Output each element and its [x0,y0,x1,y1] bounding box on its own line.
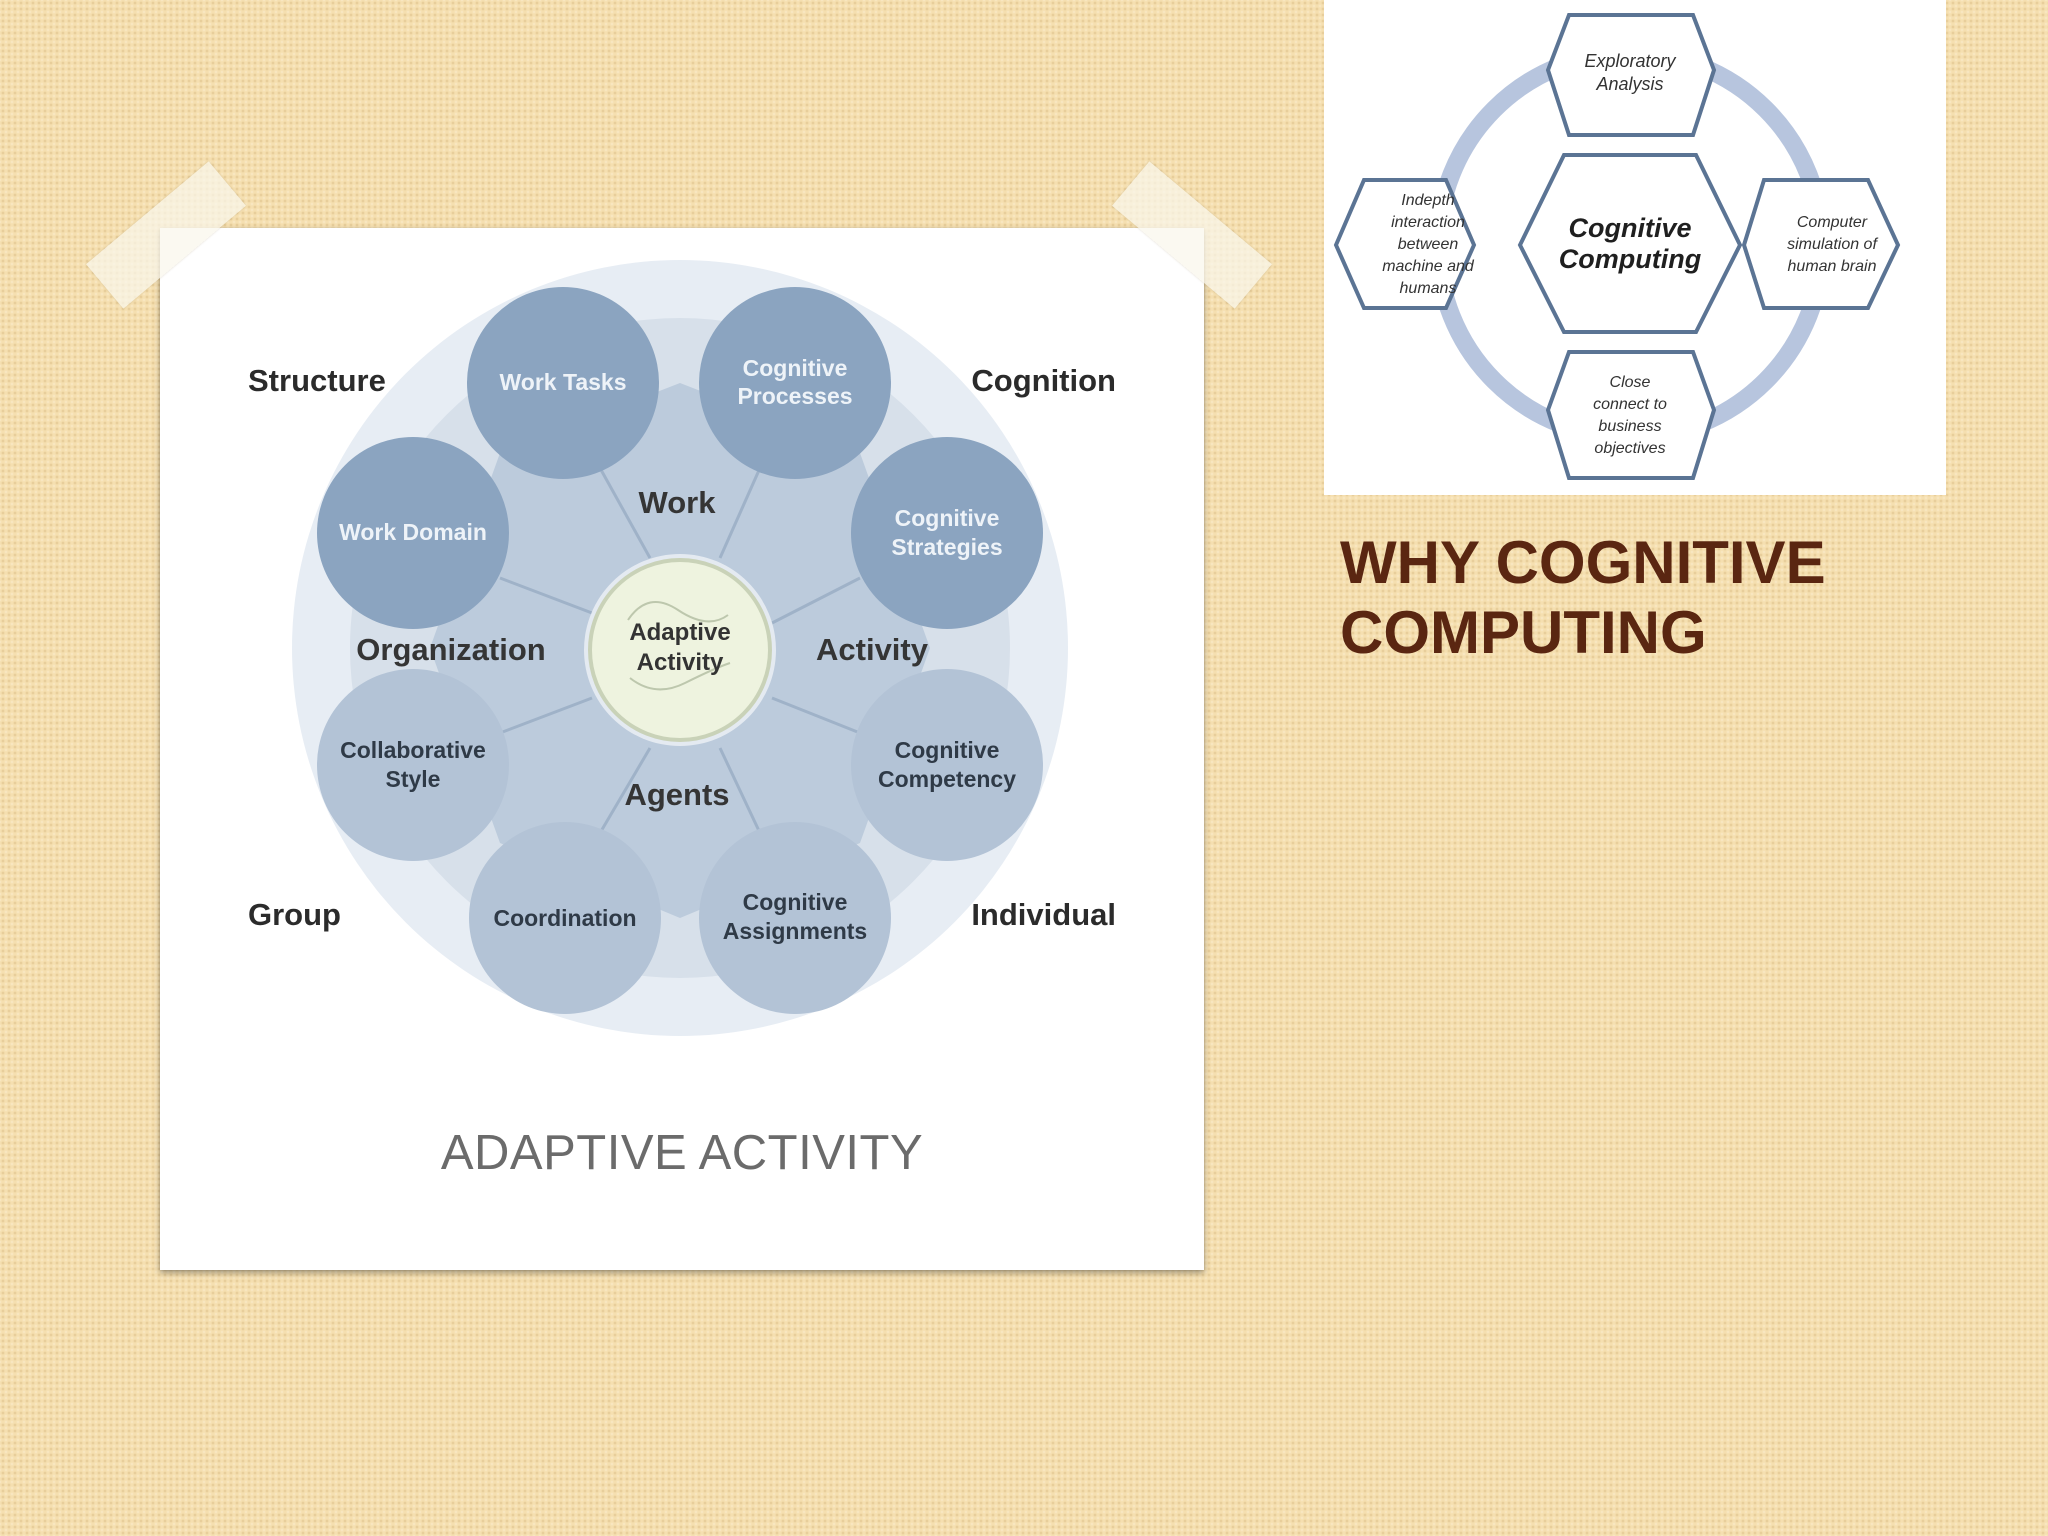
node-label: Coordination [493,905,636,931]
hex-close-connect: Close connect to business objectives [1545,350,1717,480]
hex-label-line2: connect to [1593,396,1667,413]
node-label-line2: Assignments [723,918,867,944]
node-coordination: Coordination [469,822,661,1014]
node-label-line2: Strategies [891,534,1002,560]
center-swirl [627,601,731,691]
node-label-line1: Cognitive [895,737,1000,763]
hex-exploratory-analysis: Exploratory Analysis [1545,13,1717,137]
hex-label-line1: Exploratory [1584,51,1676,71]
node-label-line1: Cognitive [895,505,1000,531]
hex-label-line4: machine and [1382,258,1475,275]
node-circle [851,669,1043,861]
corner-label-cognition: Cognition [971,363,1116,398]
sector-label-organization: Organization [356,632,545,667]
node-label: Work Tasks [500,369,627,395]
hex-label-line2: interaction [1391,214,1465,231]
hex-shape [1333,178,1477,310]
node-circle [699,287,891,479]
node-label-line1: Collaborative [340,737,486,763]
slide-title-line2: COMPUTING [1340,599,1707,666]
node-label-line1: Cognitive [743,355,848,381]
sector-label-work: Work [639,485,717,520]
corner-label-individual: Individual [971,897,1116,932]
hex-label-line2: simulation of [1787,236,1878,253]
node-cognitive-assignments: Cognitive Assignments [699,822,891,1014]
slide-title-line1: WHY COGNITIVE [1340,529,1826,596]
hex-label-line2: Computing [1559,244,1702,274]
node-cognitive-competency: Cognitive Competency [851,669,1043,861]
card-caption: ADAPTIVE ACTIVITY [440,1126,924,1180]
center-label-line1: Adaptive [629,619,730,646]
node-work-tasks: Work Tasks [467,287,659,479]
center-label-line2: Activity [637,649,724,676]
node-circle [317,669,509,861]
corner-label-structure: Structure [248,363,386,398]
hex-label-line4: objectives [1594,440,1665,457]
adaptive-activity-diagram: Work Tasks Cognitive Processes Work Doma… [248,260,1116,1036]
node-label: Work Domain [339,519,487,545]
hex-label-line3: human brain [1788,258,1877,275]
center-adaptive-activity: Adaptive Activity [584,554,776,746]
hex-shape [1517,153,1743,334]
node-label-line1: Cognitive [743,889,848,915]
center-circle [588,558,772,742]
hex-label-line1: Close [1610,374,1651,391]
hex-label-line5: humans [1400,280,1457,297]
hex-computer-simulation: Computer simulation of human brain [1741,178,1901,310]
node-collaborative-style: Collaborative Style [317,669,509,861]
node-circle [699,822,891,1014]
node-circle [467,287,659,479]
node-cognitive-processes: Cognitive Processes [699,287,891,479]
hex-label-line3: between [1398,236,1459,253]
hex-shape [1741,178,1901,310]
hex-label-line1: Indepth [1401,192,1454,209]
cognitive-computing-diagram: Exploratory Analysis Cognitive Computing… [1333,13,1901,480]
node-label-line2: Processes [737,383,852,409]
connector-arrows [499,467,861,834]
hex-shape [1545,13,1717,137]
sector-label-agents: Agents [624,777,729,812]
node-cognitive-strategies: Cognitive Strategies [851,437,1043,629]
hex-indepth-interaction: Indepth interaction between machine and … [1333,178,1477,310]
hex-cognitive-computing-center: Cognitive Computing [1517,153,1743,334]
node-work-domain: Work Domain [317,437,509,629]
hex-label-line1: Cognitive [1568,213,1691,243]
corner-label-group: Group [248,897,341,932]
slide-title: WHY COGNITIVE COMPUTING [1340,528,2020,668]
node-circle [851,437,1043,629]
node-circle [469,822,661,1014]
hex-label-line3: business [1598,418,1661,435]
hex-shape [1545,350,1717,480]
node-label-line2: Style [386,766,441,792]
hex-label-line2: Analysis [1595,74,1663,94]
sector-label-activity: Activity [816,632,929,667]
node-circle [317,437,509,629]
node-label-line2: Competency [878,766,1016,792]
hex-label-line1: Computer [1797,214,1868,231]
